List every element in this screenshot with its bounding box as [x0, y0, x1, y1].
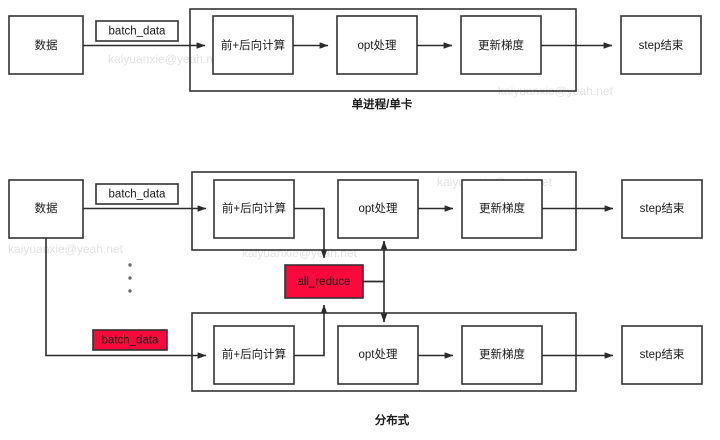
- allreduce-edge-to-rank1-opt: [363, 280, 388, 323]
- rank1-batch-data-label-box: [92, 329, 168, 351]
- top-step-fwdbwd-label: 前+后向计算: [221, 38, 285, 52]
- ellipsis-dot: [128, 289, 132, 293]
- bottom-data-box[interactable]: [8, 179, 84, 239]
- top-data-box[interactable]: [8, 15, 84, 75]
- rank1-step-fwdbwd-label: 前+后向计算: [222, 347, 286, 361]
- rank0-step-end-box[interactable]: [621, 179, 703, 239]
- bottom-edge-data-to-rank1: [45, 238, 207, 359]
- ellipsis-dot: [128, 263, 132, 267]
- bottom-data-box-label: 数据: [35, 201, 58, 215]
- top-data-box-label: 数据: [35, 38, 58, 52]
- watermark: kaiyuanxie@yeah.net: [242, 246, 358, 260]
- all-reduce-box[interactable]: [284, 264, 364, 299]
- rank0-step-update-grad-label: 更新梯度: [479, 201, 525, 215]
- rank0-batch-data-label-box: [95, 183, 179, 205]
- rank0-step-opt-label: opt处理: [359, 202, 398, 215]
- single-process-group: [189, 8, 577, 92]
- top-step-end-box[interactable]: [620, 15, 702, 75]
- rank0-edge-fwdbwd-to-allreduce: [294, 207, 328, 259]
- top-caption: 单进程/单卡: [352, 97, 413, 111]
- rank1-step-end-box[interactable]: [621, 325, 703, 385]
- top-step-end-label: step结束: [639, 39, 684, 52]
- allreduce-edge-to-rank0-opt: [363, 240, 388, 283]
- rank1-edge-fwdbwd-to-allreduce: [294, 304, 328, 357]
- top-step-update-grad-label: 更新梯度: [478, 38, 524, 52]
- rank1-step-update-grad-label: 更新梯度: [479, 347, 525, 361]
- rank1-step-update-grad[interactable]: [461, 325, 543, 385]
- rank1-step-opt[interactable]: [337, 325, 419, 385]
- top-batch-data-label: batch_data: [109, 26, 167, 38]
- rank0-step-fwdbwd-label: 前+后向计算: [222, 201, 286, 215]
- rank0-step-fwdbwd[interactable]: [213, 179, 295, 239]
- rank1-step-opt-label: opt处理: [359, 348, 398, 361]
- top-batch-data-label-box: [95, 20, 179, 42]
- bottom-caption: 分布式: [375, 413, 410, 427]
- rank1-step-end-label: step结束: [640, 348, 685, 361]
- rank0-batch-data-label: batch_data: [109, 189, 167, 201]
- rank0-step-update-grad[interactable]: [461, 179, 543, 239]
- ellipsis-dot: [128, 276, 132, 280]
- top-step-opt-label: opt处理: [358, 39, 397, 52]
- top-step-update-grad[interactable]: [460, 15, 542, 75]
- rank1-batch-data-label: batch_data: [102, 335, 160, 347]
- watermark: kaiyuanxie@yeah.net: [108, 52, 224, 66]
- all-reduce-label: all_reduce: [297, 276, 350, 288]
- watermark: kaiyuanxie@yeah.net: [8, 242, 124, 256]
- rank0-step-end-label: step结束: [640, 202, 685, 215]
